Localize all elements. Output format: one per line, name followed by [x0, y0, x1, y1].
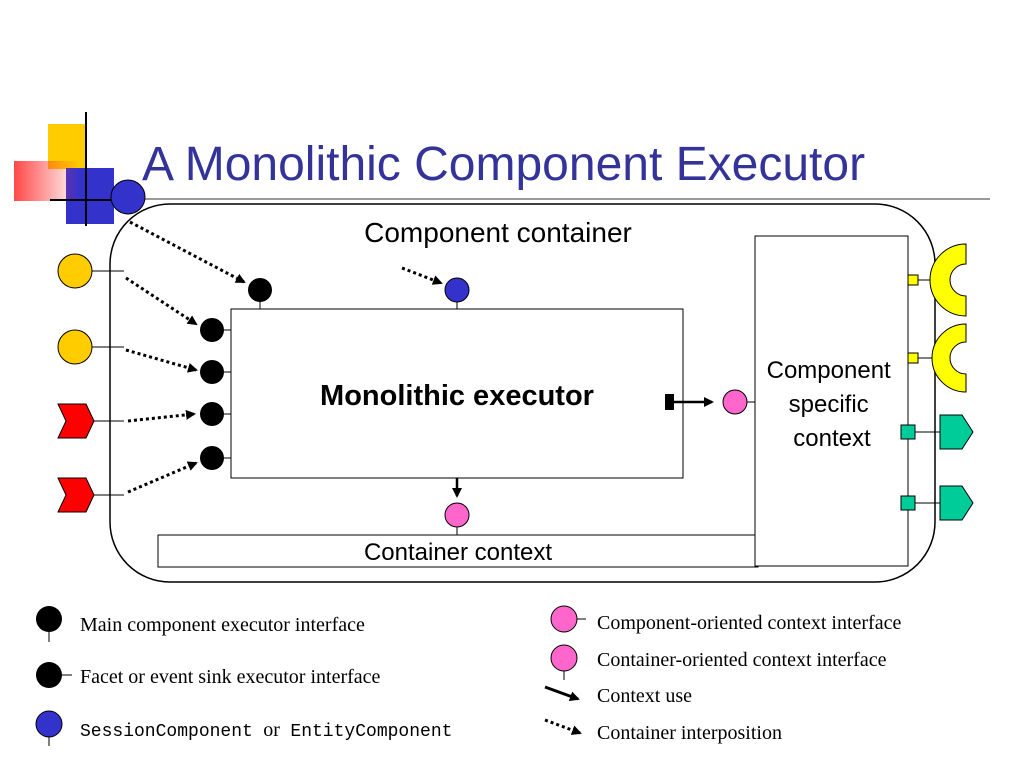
legend-context-use: Context use [544, 685, 692, 707]
external-event-sink-ports [57, 403, 124, 513]
external-facet-ports [57, 253, 124, 365]
container-context-label: Container context [364, 539, 552, 566]
legend-component-context: Component-oriented context interface [550, 605, 901, 634]
slide-title: A Monolithic Component Executor [142, 138, 865, 191]
legend-facet-interface: Facet or event sink executor interface [36, 662, 381, 688]
legend-main-interface-label: Main component executor interface [80, 614, 365, 636]
monolithic-executor-label: Monolithic executor [320, 380, 594, 412]
receptacle-ports [907, 243, 967, 393]
container-context-port [444, 502, 470, 535]
component-specific-context-label: Component specific context [767, 357, 898, 452]
container-interposition-arrows [125, 220, 443, 494]
session-entity-interface-port [444, 277, 470, 309]
legend-facet-interface-label: Facet or event sink executor interface [80, 666, 381, 688]
legend-container-context-label: Container-oriented context interface [597, 649, 887, 671]
legend-container-interposition-label: Container interposition [597, 722, 782, 744]
event-source-ports [900, 414, 974, 521]
legend-session-entity: SessionComponent or EntityComponent [35, 710, 452, 746]
legend-context-use-label: Context use [597, 685, 692, 707]
component-context-port [722, 389, 755, 415]
container-context-box [157, 534, 759, 568]
slide-logo-decoration [14, 112, 140, 226]
legend-main-interface: Main component executor interface [36, 606, 365, 642]
component-specific-context-box [754, 235, 909, 567]
container-label: Component container [364, 217, 632, 248]
legend-component-context-label: Component-oriented context interface [597, 612, 901, 634]
main-executor-interface-port [248, 278, 272, 309]
legend-container-context: Container-oriented context interface [550, 644, 887, 680]
legend: Main component executor interface Facet … [35, 605, 901, 746]
legend-session-entity-label: SessionComponent or EntityComponent [80, 719, 452, 742]
legend-container-interposition: Container interposition [544, 718, 782, 744]
home-interface-port [110, 179, 146, 215]
context-use-arrow [665, 394, 714, 410]
monolithic-executor-box [230, 308, 684, 479]
facet-executor-ports [200, 318, 231, 470]
